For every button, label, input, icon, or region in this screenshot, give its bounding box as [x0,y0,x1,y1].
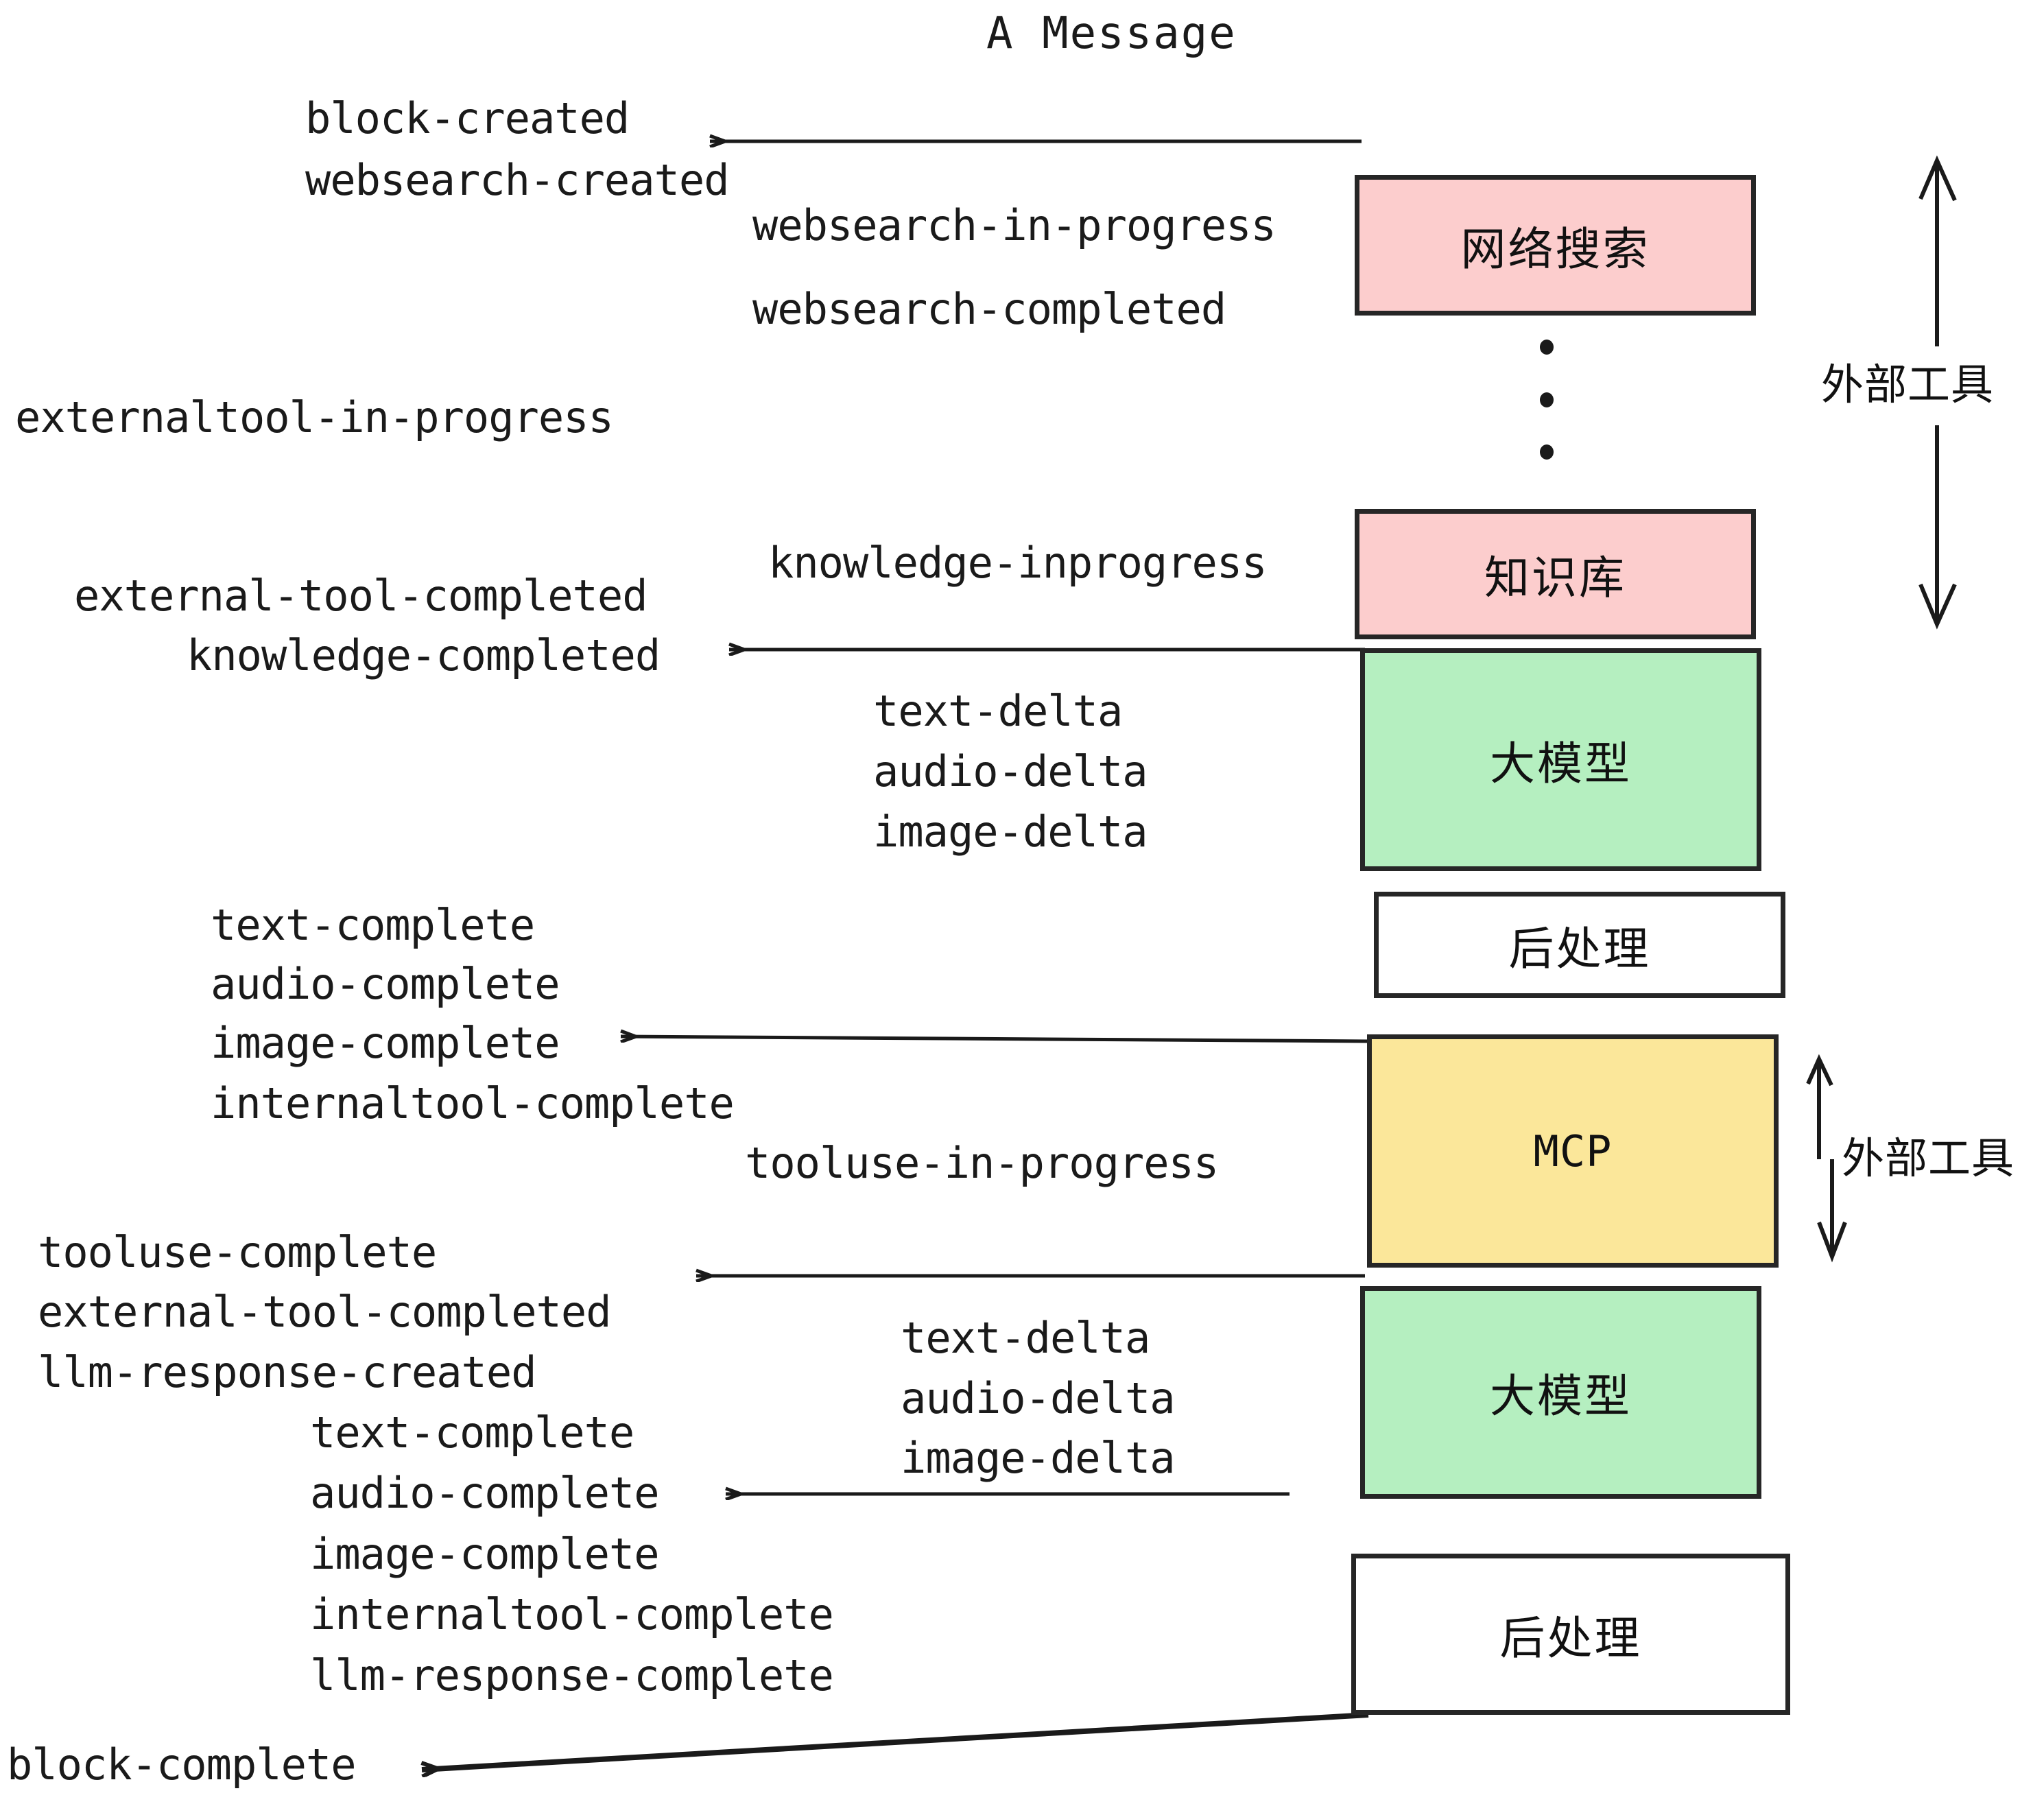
event-text-delta-2: text-delta [901,1313,1150,1363]
event-image-complete-2: image-complete [310,1529,660,1579]
event-image-delta-1: image-delta [873,807,1148,857]
event-knowledge-inprogress: knowledge-inprogress [768,538,1268,588]
box-websearch[interactable]: 网络搜索 [1355,175,1756,316]
box-postprocess-1[interactable]: 后处理 [1374,892,1785,998]
arrow-postprocess-to-imagecomplete [621,1036,1369,1043]
event-text-complete-2: text-complete [310,1408,634,1458]
event-text-delta-1: text-delta [873,686,1123,736]
event-internaltool-complete-1: internaltool-complete [211,1078,735,1128]
external-tool-arrowhead-down-2 [1817,1221,1847,1263]
external-tool-arrowhead-down-1 [1918,583,1957,630]
event-image-delta-2: image-delta [901,1433,1176,1483]
external-tool-arrowhead-up-2 [1806,1054,1833,1087]
event-external-tool-completed-2: external-tool-completed [38,1287,612,1337]
event-block-complete: block-complete [7,1740,357,1790]
event-audio-delta-1: audio-delta [873,746,1148,796]
event-llm-response-created: llm-response-created [38,1347,537,1397]
event-externaltool-in-progress: externaltool-in-progress [15,392,614,442]
arrow-postprocess2-to-blockcomplete [422,1712,1369,1770]
box-mcp[interactable]: MCP [1367,1034,1779,1268]
event-audio-complete-1: audio-complete [211,959,560,1009]
event-internaltool-complete-2: internaltool-complete [310,1589,834,1639]
event-tooluse-in-progress: tooluse-in-progress [745,1138,1219,1188]
event-image-complete-1: image-complete [211,1018,560,1068]
label-external-tool-2: 外部工具 [1842,1133,2015,1183]
external-tool-arrowhead-up-1 [1918,155,1957,202]
box-postprocess-2[interactable]: 后处理 [1351,1554,1790,1715]
event-audio-complete-2: audio-complete [310,1468,660,1518]
vertical-ellipsis [1538,340,1555,460]
event-tooluse-complete: tooluse-complete [38,1227,437,1277]
event-text-complete-1: text-complete [211,900,535,950]
box-knowledge[interactable]: 知识库 [1355,509,1756,639]
label-external-tool-1: 外部工具 [1821,359,1995,410]
event-audio-delta-2: audio-delta [901,1373,1176,1423]
event-websearch-completed: websearch-completed [752,284,1226,334]
box-llm-1[interactable]: 大模型 [1360,648,1761,871]
page-title: A Message [986,8,1237,59]
event-websearch-created: websearch-created [305,155,730,205]
event-websearch-in-progress: websearch-in-progress [752,200,1276,250]
event-external-tool-completed-1: external-tool-completed [74,571,648,621]
box-llm-2[interactable]: 大模型 [1360,1286,1761,1499]
event-knowledge-completed: knowledge-completed [187,630,661,680]
event-llm-response-complete: llm-response-complete [310,1650,834,1700]
event-block-created: block-created [305,93,630,143]
